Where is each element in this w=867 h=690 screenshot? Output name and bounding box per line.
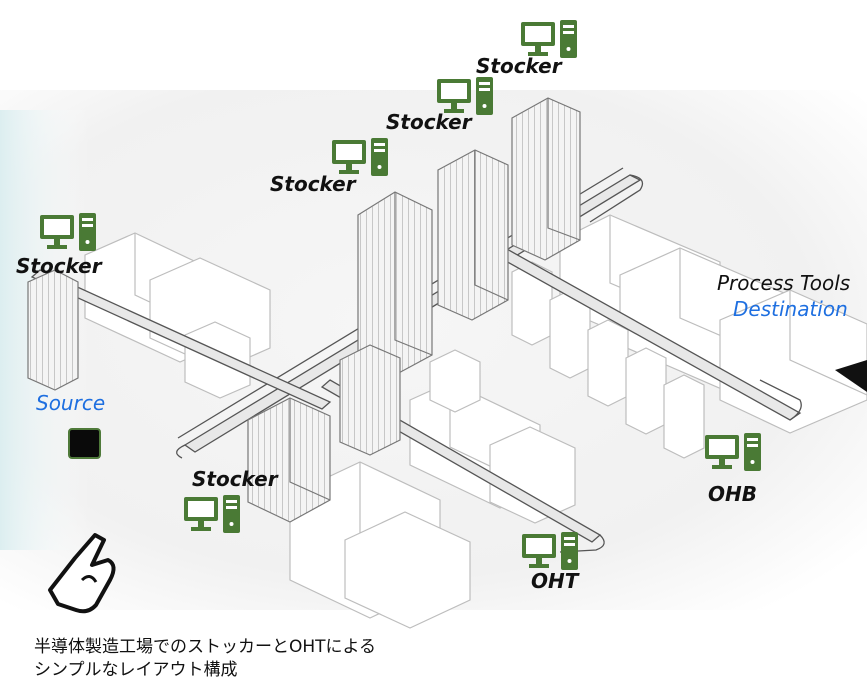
stocker-label-left: Stocker <box>16 254 102 278</box>
stocker-label-second: Stocker <box>386 110 472 134</box>
computer-icon <box>40 213 96 251</box>
destination-marker <box>835 360 867 392</box>
hand-pointer-icon <box>48 533 116 614</box>
source-marker <box>68 428 101 459</box>
computer-icon <box>332 138 388 176</box>
caption: 半導体製造工場でのストッカーとOHTによる シンプルなレイアウト構成 <box>34 636 376 682</box>
computer-icon <box>184 495 240 533</box>
stocker-label-top: Stocker <box>476 54 562 78</box>
stocker-label-third: Stocker <box>270 172 356 196</box>
stocker-label-bottom: Stocker <box>192 467 278 491</box>
caption-line-1: 半導体製造工場でのストッカーとOHTによる <box>34 637 377 657</box>
computer-icon <box>705 433 761 471</box>
destination-label: Destination <box>733 297 848 321</box>
source-label: Source <box>36 391 106 415</box>
caption-line-2: シンプルなレイアウト構成 <box>34 660 238 680</box>
computer-icon <box>522 532 578 570</box>
ohb-label: OHB <box>708 482 757 506</box>
oht-label: OHT <box>531 569 579 593</box>
computer-icon <box>437 77 493 115</box>
stocker-towers <box>27 97 581 523</box>
process-tools-label: Process Tools <box>717 271 851 295</box>
computer-icon <box>521 20 577 58</box>
